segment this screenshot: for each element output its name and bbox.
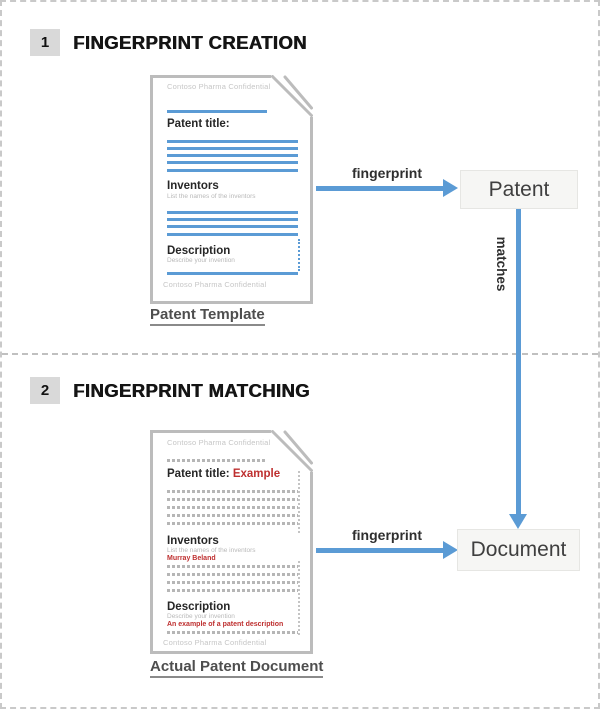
actual-patent-document-illustration: Contoso Pharma Confidential Patent title… (150, 430, 313, 654)
page-fold-icon (271, 430, 313, 472)
text-line (167, 498, 298, 501)
matches-label: matches (494, 236, 509, 292)
doc1-header-text: Contoso Pharma Confidential (167, 82, 271, 91)
doc2-patent-title-value: Example (232, 468, 281, 480)
doc1-inventors-label: Inventors (167, 180, 219, 192)
text-line (167, 154, 298, 157)
fingerprint-arrow-2 (316, 548, 444, 553)
doc2-description-label: Description (167, 601, 231, 613)
doc1-description-label: Description (167, 245, 231, 257)
text-line (167, 233, 298, 236)
doc2-inventors-value: Murray Beland (167, 555, 216, 562)
section-2-number-badge: 2 (30, 377, 60, 404)
fingerprint-arrow-1-head (443, 179, 458, 197)
doc2-description-value: An example of a patent description (167, 621, 284, 628)
text-line (167, 589, 298, 592)
dotted-edge-line (298, 239, 300, 271)
fingerprint-arrow-2-label: fingerprint (352, 527, 422, 543)
text-line (167, 506, 298, 509)
doc2-inventors-hint: List the names of the inventors (167, 547, 256, 554)
fingerprint-arrow-1-label: fingerprint (352, 165, 422, 181)
patent-template-illustration: Contoso Pharma Confidential Patent title… (150, 75, 313, 304)
dotted-edge-line (298, 471, 300, 533)
dotted-edge-line (298, 561, 300, 635)
doc2-patent-title-row: Patent title: Example (167, 468, 280, 480)
doc1-inventors-hint: List the names of the inventors (167, 193, 256, 200)
doc1-footer-text: Contoso Pharma Confidential (163, 280, 267, 289)
text-line (167, 218, 298, 221)
doc2-description-hint: Describe your invention (167, 613, 235, 620)
doc2-patent-title-label: Patent title: (167, 468, 230, 480)
doc1-description-hint: Describe your invention (167, 257, 235, 264)
text-line (167, 169, 298, 172)
fingerprint-arrow-2-head (443, 541, 458, 559)
text-line (167, 272, 298, 275)
text-line (167, 522, 298, 525)
text-line (167, 459, 267, 462)
text-line (167, 514, 298, 517)
section-2-title: FINGERPRINT MATCHING (73, 380, 310, 401)
document-node-label: Document (470, 538, 567, 561)
doc2-footer-text: Contoso Pharma Confidential (163, 638, 267, 647)
text-line (167, 581, 298, 584)
text-line (167, 573, 298, 576)
fingerprint-arrow-1 (316, 186, 444, 191)
doc2-inventors-label: Inventors (167, 535, 219, 547)
doc1-patent-title-label: Patent title: (167, 118, 230, 130)
section-1-number-badge: 1 (30, 29, 60, 56)
doc1-caption: Patent Template (150, 306, 265, 326)
text-line (167, 161, 298, 164)
document-node: Document (457, 529, 580, 571)
text-line (167, 110, 267, 113)
matches-arrow (516, 209, 521, 515)
matches-arrow-head (509, 514, 527, 529)
doc2-caption: Actual Patent Document (150, 658, 324, 678)
text-line (167, 211, 298, 214)
text-line (167, 147, 298, 150)
text-line (167, 565, 298, 568)
patent-node-label: Patent (488, 177, 550, 201)
text-line (167, 490, 298, 493)
doc2-header-text: Contoso Pharma Confidential (167, 438, 271, 447)
text-line (167, 225, 298, 228)
patent-node: Patent (460, 170, 578, 209)
text-line (167, 631, 298, 634)
section-divider (2, 353, 598, 355)
text-line (167, 140, 298, 143)
page-fold-icon (271, 75, 313, 117)
section-1-title: FINGERPRINT CREATION (73, 32, 307, 53)
